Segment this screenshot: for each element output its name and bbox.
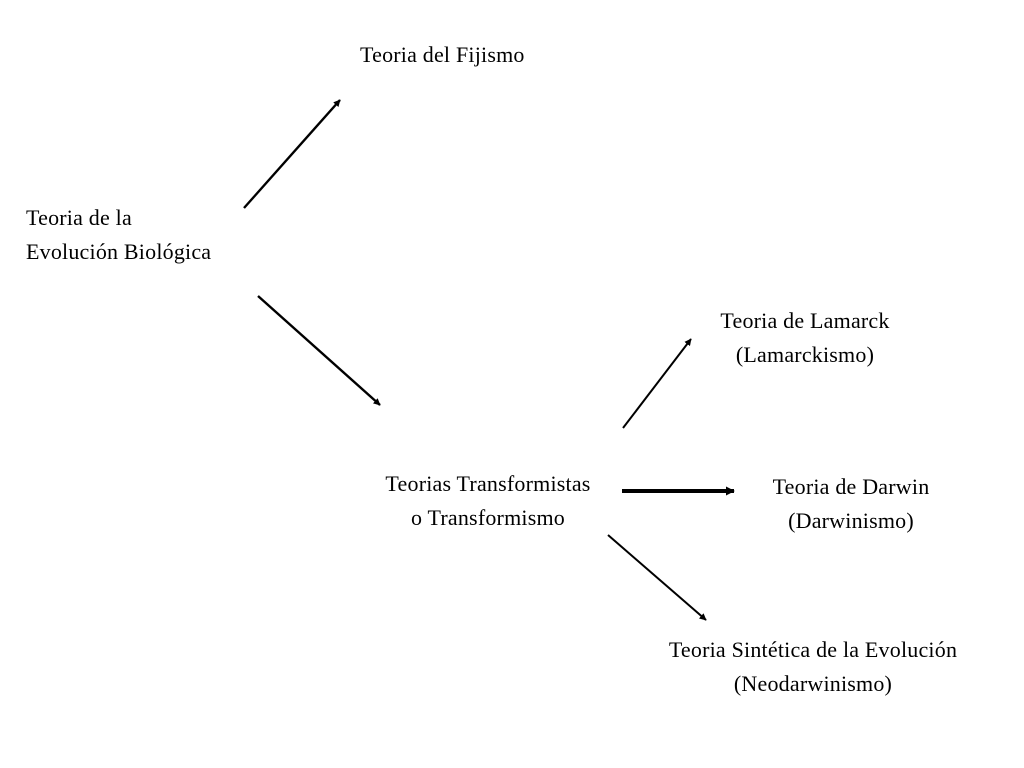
node-label-line: (Neodarwinismo) <box>733 671 893 696</box>
node-label-line: Evolución Biológica <box>26 239 212 264</box>
node-teoria-fijismo: Teoria del Fijismo <box>360 38 525 72</box>
arrow-transform-to-sintetica <box>607 534 707 621</box>
node-teoria-evolucion-biologica: Teoria de la Evolución Biológica <box>26 201 211 269</box>
node-label-line: Teoria Sintética de la Evolución <box>668 637 958 662</box>
node-label-line: Teoria del Fijismo <box>360 42 525 67</box>
node-label-line: (Lamarckismo) <box>735 342 875 367</box>
node-teoria-darwin: Teoria de Darwin (Darwinismo) <box>736 470 966 538</box>
node-label-line: Teoria de Darwin <box>772 474 930 499</box>
arrow-root-to-transform <box>257 295 381 406</box>
node-label-line: o Transformismo <box>411 505 565 530</box>
node-label-line: Teorias Transformistas <box>385 471 591 496</box>
arrow-transform-to-lamarck <box>622 338 692 429</box>
node-teoria-lamarck: Teoria de Lamarck (Lamarckismo) <box>690 304 920 372</box>
node-teoria-sintetica: Teoria Sintética de la Evolución (Neodar… <box>628 633 998 701</box>
node-label-line: Teoria de la <box>26 205 132 230</box>
node-label-line: (Darwinismo) <box>788 508 914 533</box>
node-teorias-transformistas: Teorias Transformistas o Transformismo <box>348 467 628 535</box>
arrow-root-to-fijismo <box>243 99 341 209</box>
node-label-line: Teoria de Lamarck <box>720 308 890 333</box>
